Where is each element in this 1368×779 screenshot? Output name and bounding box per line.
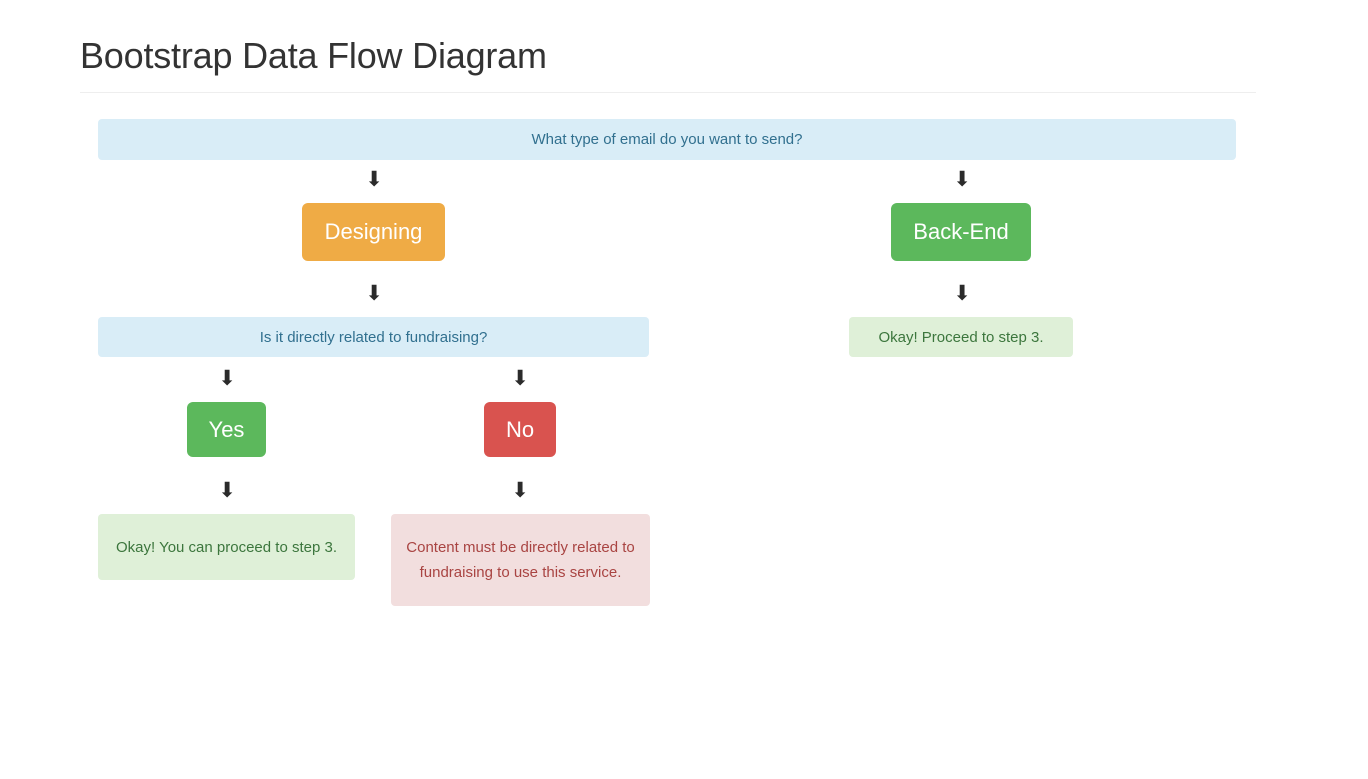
arrow-down-icon: ⬇	[365, 281, 383, 305]
arrow-down-icon: ⬇	[511, 478, 529, 502]
arrow-down-icon: ⬇	[511, 366, 529, 390]
arrow-down-icon: ⬇	[953, 281, 971, 305]
question-email-type: What type of email do you want to send?	[98, 119, 1236, 160]
header-divider	[80, 92, 1256, 93]
option-yes-button[interactable]: Yes	[187, 402, 266, 457]
arrow-down-icon: ⬇	[218, 366, 236, 390]
arrow-down-icon: ⬇	[218, 478, 236, 502]
result-no-restriction: Content must be directly related to fund…	[391, 514, 650, 606]
page-title: Bootstrap Data Flow Diagram	[80, 35, 547, 76]
arrow-down-icon: ⬇	[953, 167, 971, 191]
result-backend-proceed: Okay! Proceed to step 3.	[849, 317, 1073, 357]
option-backend-button[interactable]: Back-End	[891, 203, 1031, 261]
result-yes-proceed: Okay! You can proceed to step 3.	[98, 514, 355, 580]
arrow-down-icon: ⬇	[365, 167, 383, 191]
question-fundraising-related: Is it directly related to fundraising?	[98, 317, 649, 357]
option-no-button[interactable]: No	[484, 402, 556, 457]
page-header: Bootstrap Data Flow Diagram	[80, 34, 1256, 101]
option-designing-button[interactable]: Designing	[302, 203, 445, 261]
